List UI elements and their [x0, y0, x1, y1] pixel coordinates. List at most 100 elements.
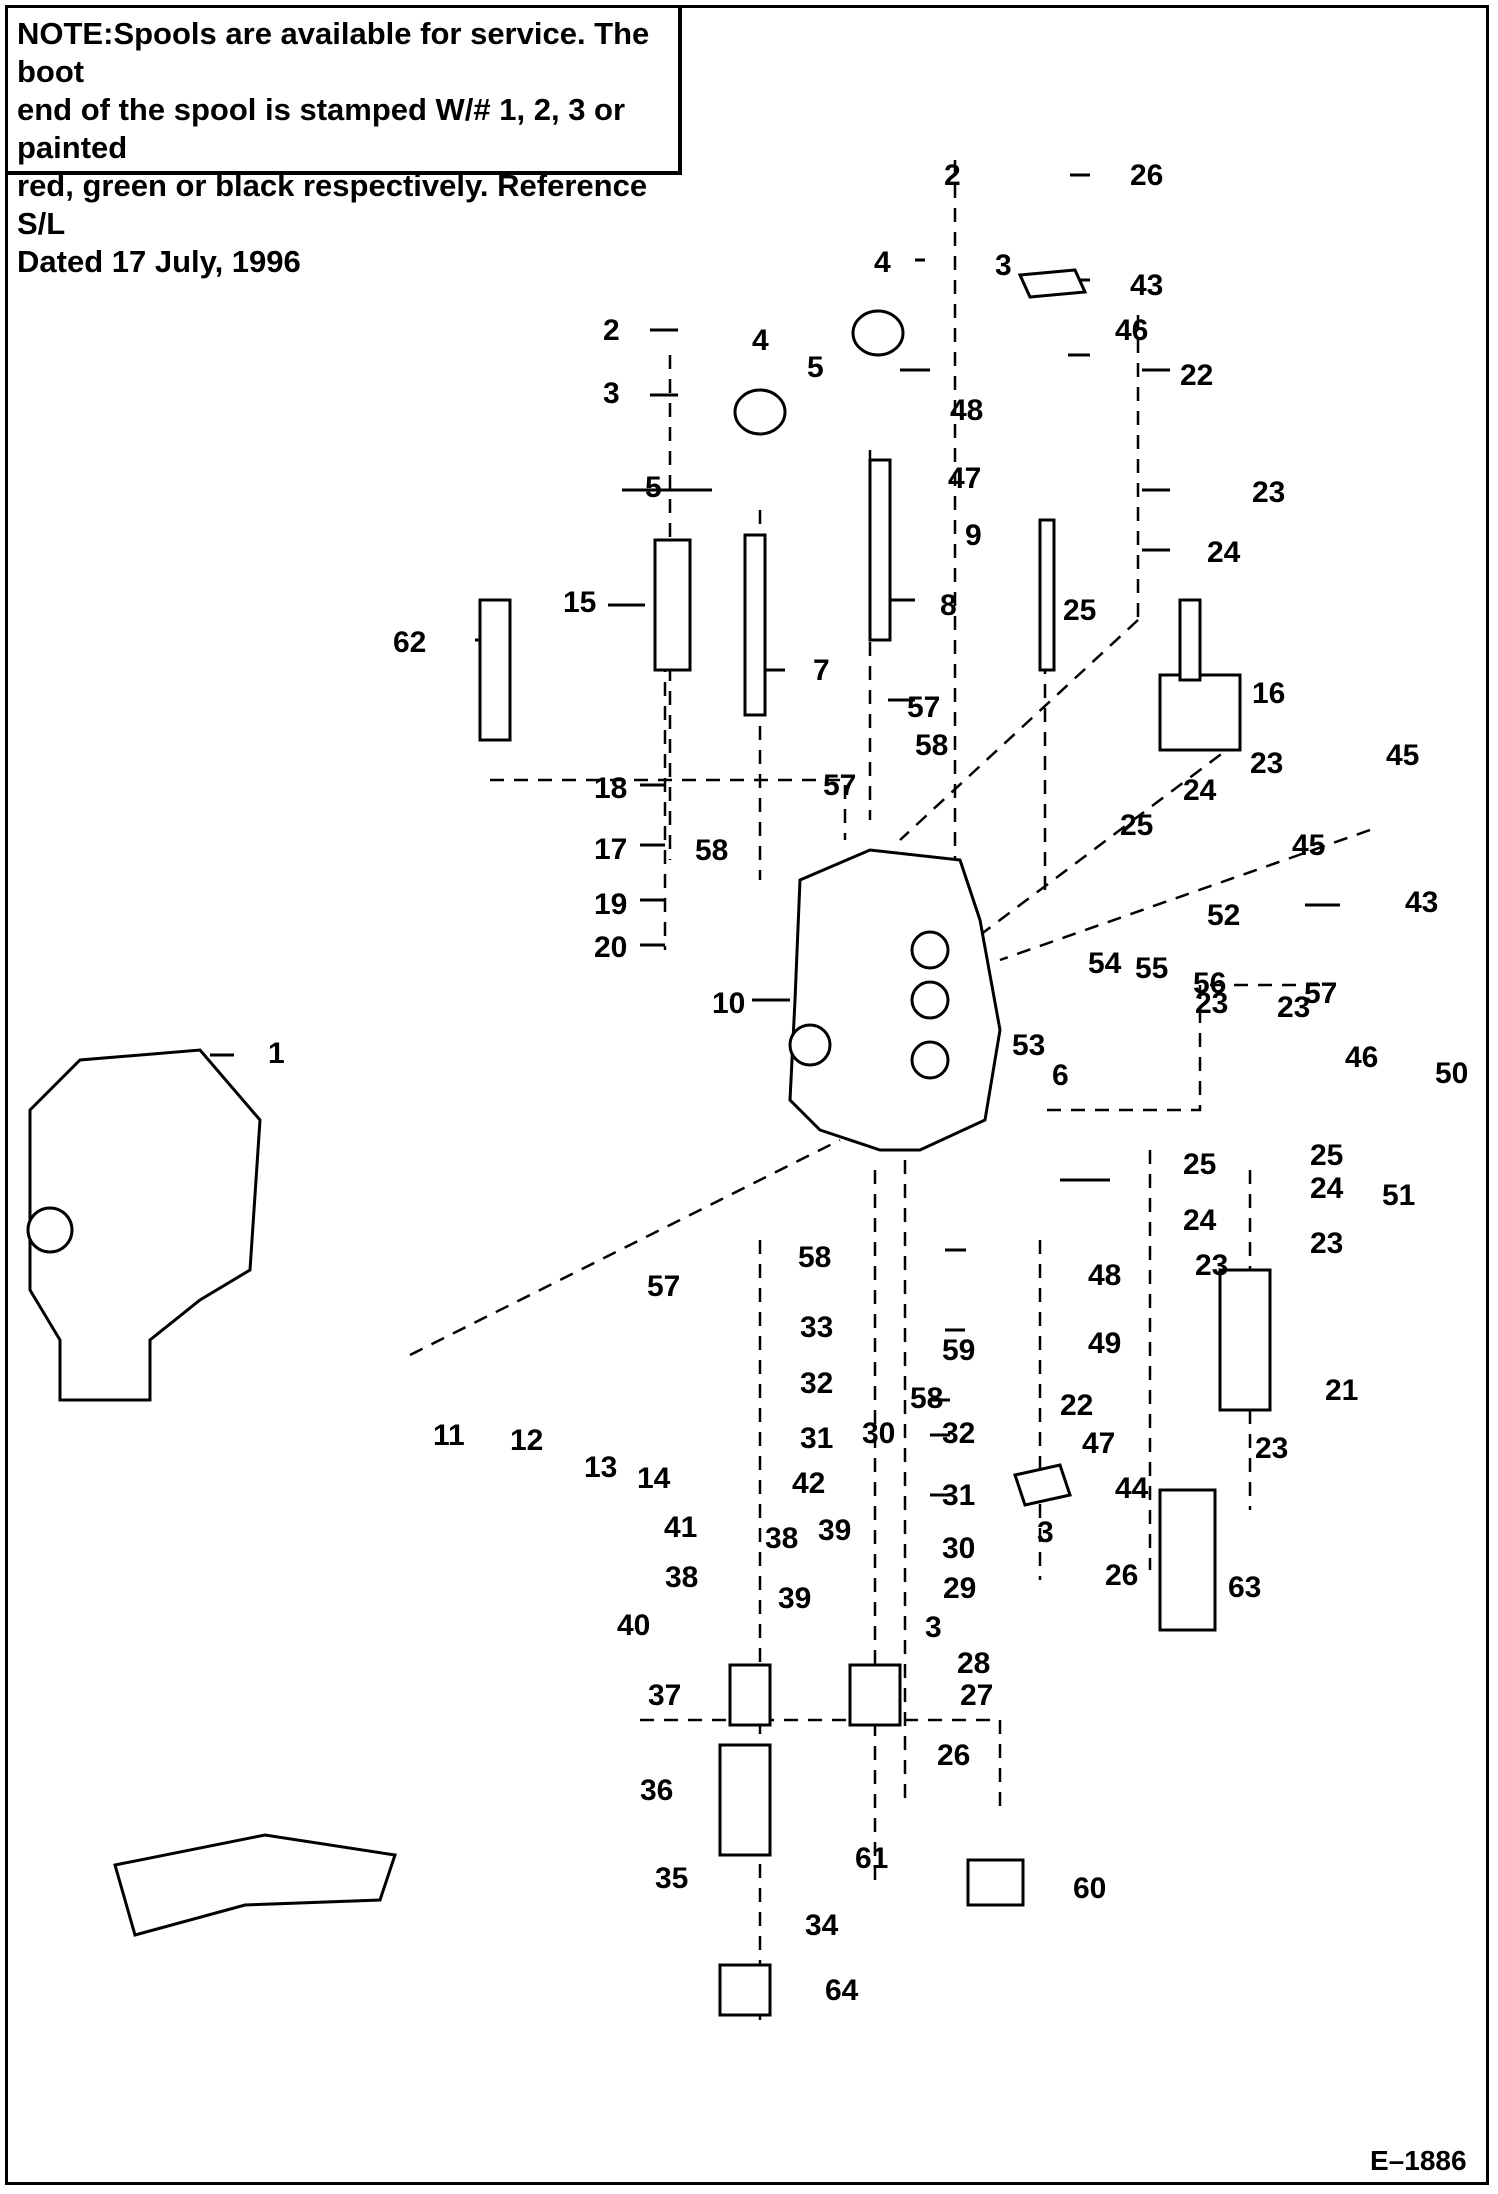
housing-36 — [728, 1663, 772, 1727]
callout-label: 38 — [765, 1522, 798, 1555]
callout-label: 34 — [805, 1909, 839, 1942]
callout-label: 15 — [563, 586, 596, 619]
callout-label: 58 — [695, 834, 728, 867]
callout-label: 38 — [665, 1561, 698, 1594]
callout-label: 58 — [915, 729, 948, 762]
callout-label: 47 — [948, 462, 981, 495]
callout-label: 1 — [268, 1037, 285, 1070]
callout-label: 23 — [1252, 476, 1285, 509]
valve-body-plug — [788, 1023, 832, 1067]
note-heading: NOTE: — [17, 16, 114, 51]
drawing-code: E–1886 — [1370, 2145, 1467, 2176]
callout-label: 29 — [943, 1572, 976, 1605]
callout-label: 14 — [637, 1462, 671, 1495]
callout-label: 3 — [925, 1611, 942, 1644]
callout-label: 45 — [1386, 739, 1419, 772]
spool-8 — [868, 458, 892, 642]
callout-label: 21 — [1325, 1374, 1358, 1407]
callout-label: 13 — [584, 1451, 617, 1484]
callout-label: 54 — [1088, 947, 1122, 980]
callout-label: 23 — [1310, 1227, 1343, 1260]
service-note-text: NOTE:Spools are available for service. T… — [17, 16, 649, 279]
callout-label: 3 — [603, 377, 620, 410]
cover-plate-43 — [1017, 268, 1088, 299]
callout-label: 64 — [825, 1974, 859, 2007]
callout-label: 19 — [594, 888, 627, 921]
part-shapes — [26, 268, 1272, 2017]
callout-label: 35 — [655, 1862, 688, 1895]
cap-59 — [966, 1858, 1025, 1907]
callout-label: 59 — [942, 1334, 975, 1367]
callout-label: 25 — [1120, 809, 1153, 842]
callout-label: 6 — [1052, 1059, 1069, 1092]
callout-label: 57 — [647, 1270, 680, 1303]
valve-body — [788, 848, 1002, 1152]
callout-label: 44 — [1115, 1472, 1149, 1505]
callout-label: 24 — [1183, 1204, 1217, 1237]
callout-label: 49 — [1088, 1327, 1121, 1360]
relief-valve-15 — [653, 538, 692, 672]
cartridge-21 — [1218, 1268, 1272, 1412]
callout-label: 2 — [603, 314, 620, 347]
callout-label: 42 — [792, 1467, 825, 1500]
callout-label: 23 — [1250, 747, 1283, 780]
callout-label: 51 — [1382, 1179, 1415, 1212]
callout-label: 25 — [1063, 594, 1096, 627]
callout-label: 39 — [818, 1514, 851, 1547]
cartridge-62 — [1158, 1488, 1217, 1632]
callout-label: 3 — [995, 249, 1012, 282]
callout-label: 27 — [960, 1679, 993, 1712]
callout-label: 2 — [944, 159, 961, 192]
callout-label: 22 — [1180, 359, 1213, 392]
callout-label: 57 — [1304, 977, 1337, 1010]
callout-label: 12 — [510, 1424, 543, 1457]
callout-label: 58 — [910, 1382, 943, 1415]
callout-label: 53 — [1012, 1029, 1045, 1062]
callout-label: 43 — [1130, 269, 1163, 302]
spool-7 — [743, 533, 767, 717]
callout-label: 36 — [640, 1774, 673, 1807]
callout-label: 24 — [1310, 1172, 1344, 1205]
callout-label: 39 — [778, 1582, 811, 1615]
callout-label: 58 — [798, 1241, 831, 1274]
callout-label: 7 — [813, 654, 830, 687]
boot-4b — [851, 309, 905, 357]
service-note-box: NOTE:Spools are available for service. T… — [5, 5, 682, 279]
callout-label: 26 — [1105, 1559, 1138, 1592]
callout-label: 5 — [645, 471, 662, 504]
callout-label: 23 — [1195, 1249, 1228, 1282]
callout-label: 25 — [1183, 1148, 1216, 1181]
callout-label: 46 — [1115, 314, 1148, 347]
note-body: Spools are available for service. The bo… — [17, 16, 650, 279]
label-decal-64 — [113, 1833, 397, 1937]
callout-label: 62 — [393, 626, 426, 659]
callout-label: 43 — [1405, 886, 1438, 919]
solenoid-16 — [1158, 673, 1242, 752]
callout-label: 23 — [1255, 1432, 1288, 1465]
callout-label: 30 — [942, 1532, 975, 1565]
callout-label: 40 — [617, 1609, 650, 1642]
callout-label: 46 — [1345, 1041, 1378, 1074]
cap-27 — [848, 1663, 902, 1727]
callout-label: 48 — [950, 394, 983, 427]
detent-35 — [718, 1743, 772, 1857]
drawing-frame — [5, 5, 1489, 2185]
callout-label: 57 — [823, 769, 856, 802]
callout-label: 9 — [965, 519, 982, 552]
callout-label: 32 — [942, 1417, 975, 1450]
callout-label: 24 — [1207, 536, 1241, 569]
callout-label: 26 — [1130, 159, 1163, 192]
callout-label: 31 — [942, 1479, 975, 1512]
callout-label: 55 — [1135, 952, 1168, 985]
boot-4a — [733, 388, 787, 436]
callout-label: 16 — [1252, 677, 1285, 710]
callout-label: 61 — [855, 1842, 888, 1875]
callout-label: 33 — [800, 1311, 833, 1344]
callout-label: 25 — [1310, 1139, 1343, 1172]
callout-label: 3 — [1037, 1516, 1054, 1549]
callout-label: 60 — [1073, 1872, 1106, 1905]
callout-label: 41 — [664, 1511, 697, 1544]
callout-label: 47 — [1082, 1427, 1115, 1460]
callout-label: 23 — [1195, 987, 1228, 1020]
